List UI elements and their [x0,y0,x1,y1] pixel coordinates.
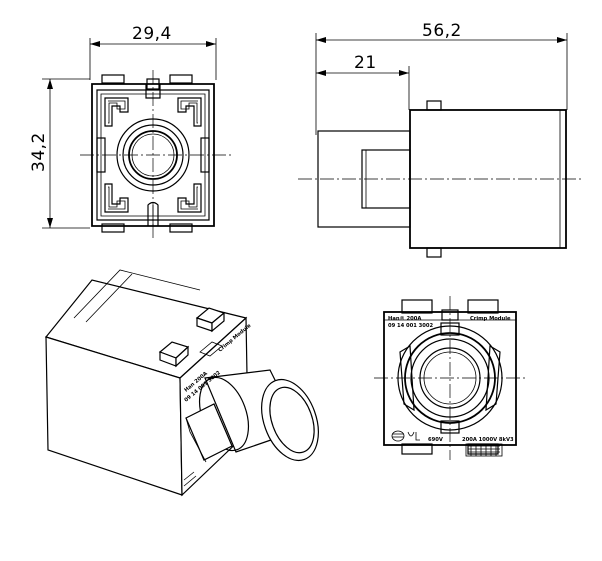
rear-label-brand: Han® 200A [388,316,421,322]
dim-side-body: 21 [354,53,377,73]
rear-label-part: 09 14 001 3002 [388,323,434,329]
logo-seal [391,430,405,442]
rear-label-voltage: 690V [428,437,443,443]
ul-mark [407,431,420,441]
front-view: 29,4 34,2 [29,24,232,240]
isometric-view: Han 200A 09 14 001 3002 Crimp Module [44,269,319,497]
dim-front-width: 29,4 [132,24,172,44]
rear-label-rating: 200A 1000V 8kV3 [462,437,514,443]
rear-view: Han® 200A 09 14 001 3002 Crimp Module 69… [374,296,528,460]
side-view: 56,2 21 [298,21,582,258]
rear-label-crimp: Crimp Module [470,316,511,322]
dim-side-total: 56,2 [422,21,462,41]
dim-front-height: 34,2 [29,132,49,172]
